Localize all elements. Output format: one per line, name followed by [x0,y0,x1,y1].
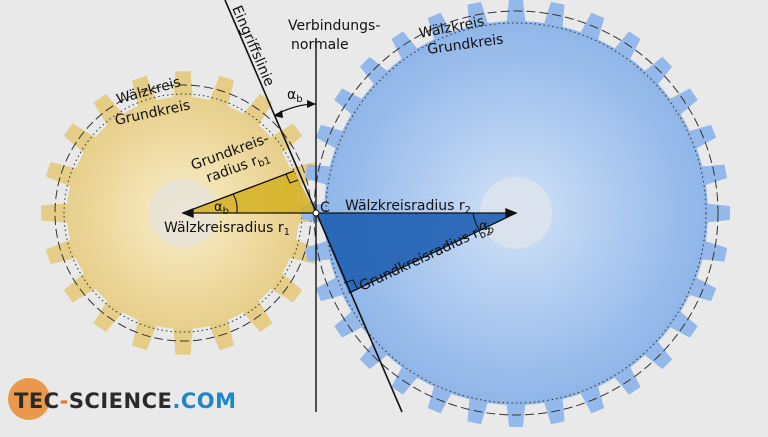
right-angle-marker-left [285,173,299,184]
label-waelzkreisradius-2: Wälzkreisradius r2 [345,198,471,216]
label-alpha-right: αb [479,219,494,236]
logo-com: .COM [172,389,237,413]
alpha-left-arc [232,193,238,214]
pitch-point [312,209,320,217]
gear-tooth [701,203,730,223]
right-base-circle [325,22,707,404]
label-waelzkreisradius-1: Wälzkreisradius r1 [164,220,290,238]
svg-text:αb: αb [287,87,303,105]
site-logo: TEC-SCIENCE.COM [14,386,236,416]
svg-text:αb: αb [214,200,229,217]
left-base-radius-line [182,170,295,214]
alpha-right-arc [472,212,481,232]
label-alpha-top: αb [287,87,303,105]
logo-tec: TEC [14,389,60,413]
gear-tooth [506,0,526,28]
label-point-c: C [320,200,330,216]
logo-separator: - [59,389,69,413]
right-radius-triangle [316,213,516,293]
svg-text:αb: αb [479,219,494,236]
right-angle-marker-right [343,279,358,289]
left-radius-triangle [183,171,316,213]
label-eingriffslinie: Eingriffslinie [228,3,277,89]
logo-mark [8,378,50,420]
right-base-radius-line [348,212,517,294]
label-verbindungsnormale-1: Verbindungs- [288,18,380,34]
svg-text:Wälzkreisradius r1: Wälzkreisradius r1 [164,220,290,238]
gear-tooth [41,203,72,223]
alpha-top-arrow-right [307,100,316,108]
alpha-top-arrow-left [274,110,283,118]
gear-tooth [173,324,193,355]
label-verbindungsnormale-2: normale [291,37,349,53]
svg-text:Wälzkreisradius r2: Wälzkreisradius r2 [345,198,471,216]
gear-tooth [173,71,193,102]
label-alpha-left: αb [214,200,229,217]
line-of-action [224,0,403,413]
right-pitch-circle [313,10,719,416]
gear-tooth [506,398,526,427]
logo-science: SCIENCE [68,389,173,413]
